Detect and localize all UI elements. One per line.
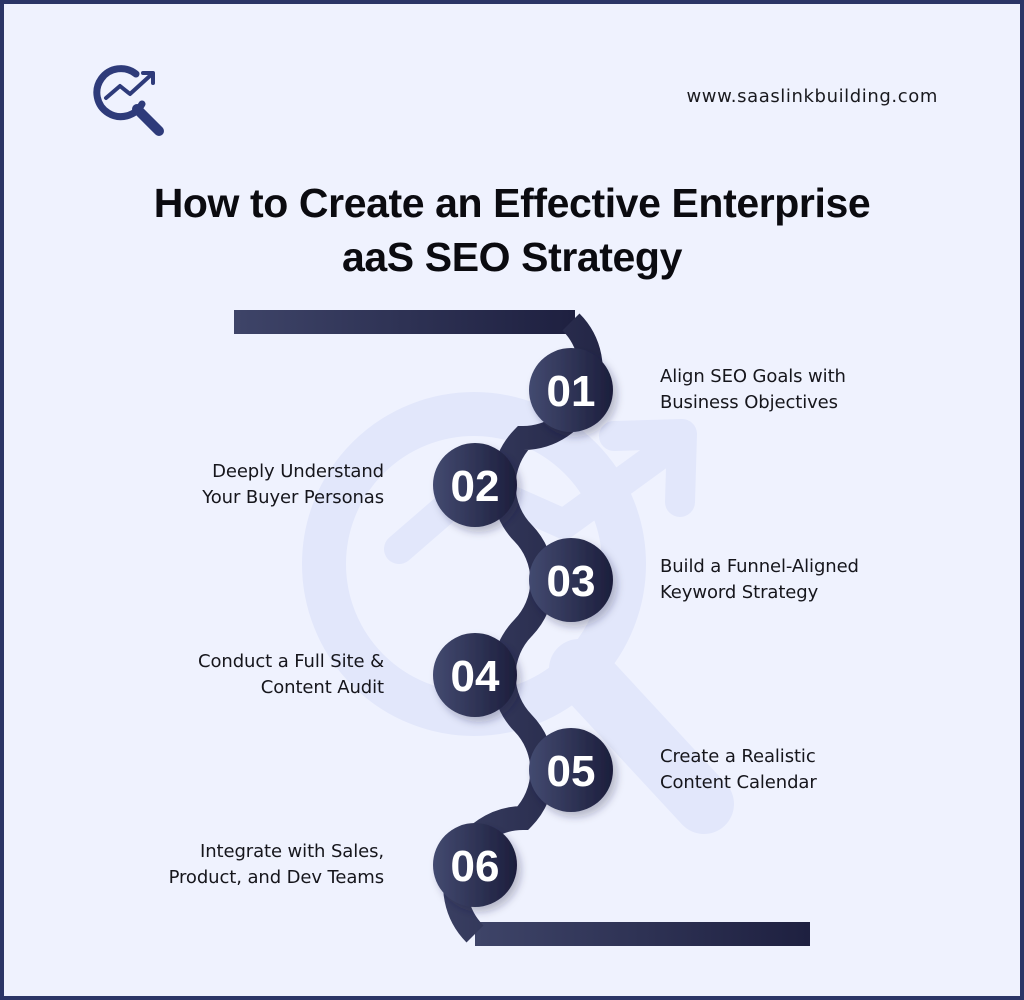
step-badge-06 — [433, 823, 517, 907]
title-line-2: aaS SEO Strategy — [342, 234, 682, 280]
step-number-01: 01 — [547, 367, 596, 416]
step-badge-04 — [433, 633, 517, 717]
step-label-05: Create a Realistic Content Calendar — [660, 746, 817, 793]
page-title: How to Create an Effective Enterprise aa… — [4, 176, 1020, 284]
step-label-03: Build a Funnel-Aligned Keyword Strategy — [660, 556, 859, 603]
logo-magnifier-trend-icon — [93, 65, 164, 136]
step-label-02: Deeply Understand Your Buyer Personas — [202, 461, 384, 508]
title-line-1: How to Create an Effective Enterprise — [153, 180, 871, 226]
step-number-04: 04 — [451, 652, 500, 701]
step-badge-02 — [433, 443, 517, 527]
step-label-04: Conduct a Full Site & Content Audit — [198, 651, 384, 698]
step-number-06: 06 — [451, 842, 500, 891]
step-label-06: Integrate with Sales, Product, and Dev T… — [168, 841, 385, 888]
winding-path — [443, 313, 603, 943]
step-badge-05 — [529, 728, 613, 812]
step-badge-03 — [529, 538, 613, 622]
step-badge-01 — [529, 348, 613, 432]
step-flow-path: 01 02 03 04 05 06 — [234, 310, 810, 946]
website-url[interactable]: www.saaslinkbuilding.com — [686, 86, 938, 107]
step-number-05: 05 — [547, 747, 596, 796]
step-number-02: 02 — [451, 462, 500, 511]
step-number-03: 03 — [547, 557, 596, 606]
step-label-01: Align SEO Goals with Business Objectives — [660, 366, 846, 413]
bottom-bar — [475, 922, 810, 946]
top-bar — [234, 310, 575, 334]
